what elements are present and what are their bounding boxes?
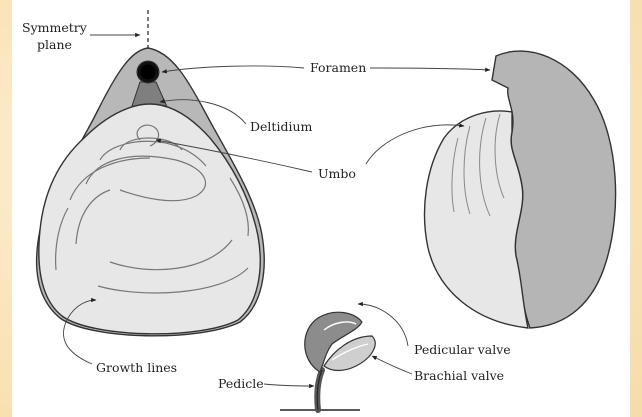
label-pedicle: Pedicle [218, 376, 264, 391]
label-pedicular-valve: Pedicular valve [414, 342, 511, 357]
living-brachiopod-figure [280, 312, 375, 410]
label-symmetry-plane-1: Symmetry [22, 20, 88, 35]
label-foramen: Foramen [310, 60, 366, 75]
lateral-shell-view [425, 51, 616, 328]
dorsal-shell-view [37, 10, 265, 336]
label-growth-lines: Growth lines [96, 360, 177, 375]
label-brachial-valve: Brachial valve [414, 368, 504, 383]
label-symmetry-plane-2: plane [37, 37, 72, 52]
label-umbo: Umbo [318, 166, 356, 181]
label-deltidium: Deltidium [250, 119, 312, 134]
